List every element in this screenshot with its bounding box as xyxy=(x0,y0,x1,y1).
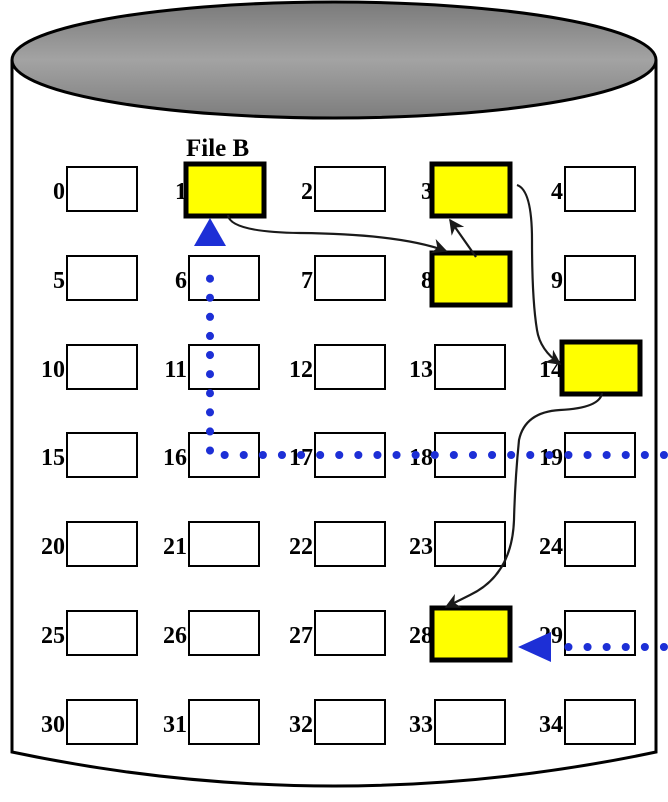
block-number-label: 22 xyxy=(289,534,313,560)
block-number-label: 6 xyxy=(175,268,187,294)
block-box xyxy=(565,522,635,566)
block-box xyxy=(565,167,635,211)
block-number-label: 30 xyxy=(41,712,65,738)
block-box xyxy=(67,522,137,566)
block-box xyxy=(67,611,137,655)
block-box xyxy=(315,522,385,566)
block-box xyxy=(435,700,505,744)
block-number-label: 5 xyxy=(53,268,65,294)
block-number-label: 23 xyxy=(409,534,433,560)
block-1: 1 xyxy=(175,164,264,216)
block-box xyxy=(315,611,385,655)
block-8: 8 xyxy=(421,253,510,305)
block-number-label: 3 xyxy=(421,179,433,205)
block-number-label: 33 xyxy=(409,712,433,738)
block-box xyxy=(67,433,137,477)
file-b-label: File B xyxy=(186,135,249,162)
block-box xyxy=(189,522,259,566)
block-box xyxy=(565,700,635,744)
block-number-label: 8 xyxy=(421,268,433,294)
block-number-label: 27 xyxy=(289,623,313,649)
block-number-label: 0 xyxy=(53,179,65,205)
block-number-label: 9 xyxy=(551,268,563,294)
block-box xyxy=(189,345,259,389)
file-b-block-box xyxy=(186,164,264,216)
block-number-label: 24 xyxy=(539,534,563,560)
block-box xyxy=(67,700,137,744)
block-box xyxy=(315,256,385,300)
block-box xyxy=(189,256,259,300)
block-number-label: 14 xyxy=(539,357,563,383)
file-b-block-box xyxy=(432,608,510,660)
block-number-label: 11 xyxy=(164,357,187,383)
block-box xyxy=(67,167,137,211)
block-box xyxy=(435,522,505,566)
block-box xyxy=(67,256,137,300)
block-3: 3 xyxy=(421,164,510,216)
block-box xyxy=(315,345,385,389)
block-box xyxy=(315,167,385,211)
block-number-label: 21 xyxy=(163,534,187,560)
file-b-block-box xyxy=(562,342,640,394)
block-number-label: 15 xyxy=(41,445,65,471)
block-box xyxy=(67,345,137,389)
block-number-label: 16 xyxy=(163,445,187,471)
block-box xyxy=(189,700,259,744)
block-box xyxy=(315,700,385,744)
block-number-label: 4 xyxy=(551,179,563,205)
block-number-label: 20 xyxy=(41,534,65,560)
block-number-label: 34 xyxy=(539,712,563,738)
block-number-label: 7 xyxy=(301,268,313,294)
block-number-label: 2 xyxy=(301,179,313,205)
block-number-label: 26 xyxy=(163,623,187,649)
block-number-label: 32 xyxy=(289,712,313,738)
block-box xyxy=(189,611,259,655)
block-number-label: 31 xyxy=(163,712,187,738)
file-b-block-box xyxy=(432,253,510,305)
disk-cylinder-top xyxy=(12,2,656,118)
block-box xyxy=(565,256,635,300)
block-number-label: 1 xyxy=(175,179,187,205)
block-box xyxy=(435,345,505,389)
block-number-label: 10 xyxy=(41,357,65,383)
block-number-label: 18 xyxy=(409,445,433,471)
file-b-block-box xyxy=(432,164,510,216)
block-number-label: 13 xyxy=(409,357,433,383)
block-number-label: 12 xyxy=(289,357,313,383)
block-number-label: 28 xyxy=(409,623,433,649)
block-number-label: 25 xyxy=(41,623,65,649)
